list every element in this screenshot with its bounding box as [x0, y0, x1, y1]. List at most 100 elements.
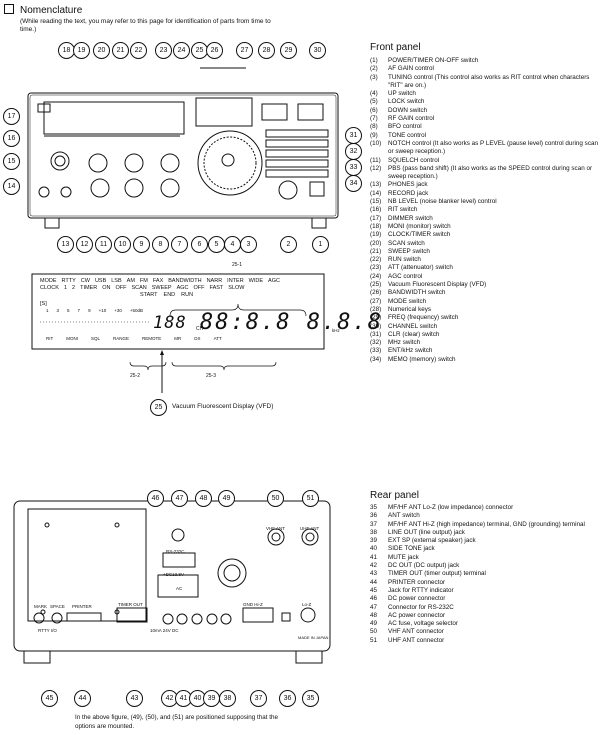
legend-label: DC power connector [388, 595, 446, 603]
callout-4: 4 [224, 236, 241, 253]
callout-19: 19 [73, 42, 90, 59]
legend-label: SQUELCH control [388, 156, 440, 164]
vfd-caption: Vacuum Fluorescent Display (VFD) [172, 403, 274, 410]
vfd-indicator: FAST [209, 285, 224, 291]
legend-label: UHF ANT connector [388, 636, 445, 644]
vhf-label: VHF ANT [266, 526, 286, 531]
legend-number: (11) [370, 156, 381, 164]
legend-item: 43 TIMER OUT (timer output) terminal [370, 570, 598, 578]
legend-item: (19)CLOCK/TIMER switch [370, 231, 598, 239]
callout-27: 27 [236, 42, 253, 59]
legend-label: Numerical keys [388, 305, 432, 313]
legend-number: (31) [370, 330, 382, 338]
callout-15: 15 [3, 153, 20, 170]
legend-item: (26)BANDWIDTH switch [370, 289, 598, 297]
uhf-label: UHF ANT [300, 526, 320, 531]
callout-11: 11 [95, 236, 112, 253]
callout-48: 48 [195, 490, 212, 507]
legend-item: (29)FREQ (frequency) switch [370, 314, 598, 322]
timer-rating-label: 10mA 24V DC [150, 628, 179, 633]
legend-number: (6) [370, 106, 378, 114]
rear-panel-title: Rear panel [370, 490, 419, 501]
callout-6: 6 [191, 236, 208, 253]
legend-number: (17) [370, 214, 382, 222]
legend-label: NB LEVEL (noise blanker level) control [388, 198, 497, 206]
callout-31: 31 [345, 127, 362, 144]
vfd-bottom-label: RANGE [113, 336, 130, 341]
legend-label: SCAN switch [388, 239, 425, 247]
legend-label: RIT switch [388, 206, 418, 214]
legend-number: (30) [370, 322, 382, 330]
callout-50: 50 [267, 490, 284, 507]
callout-39: 39 [203, 690, 220, 707]
legend-number: 41 [370, 553, 378, 561]
legend-label: ATT (attenuator) switch [388, 264, 453, 272]
callout-33: 33 [345, 159, 362, 176]
legend-item: (2)AF GAIN control [370, 65, 598, 73]
vfd-indicator: SCAN [131, 285, 147, 291]
legend-item: (11) SQUELCH control [370, 157, 598, 165]
footnote: In the above figure, (49), (50), and (51… [75, 714, 279, 730]
legend-number: (15) [370, 198, 382, 206]
printer-label: PRINTER [72, 604, 92, 609]
legend-label: TONE control [388, 131, 427, 139]
callout-32: 32 [345, 143, 362, 160]
legend-label: MUTE jack [388, 553, 419, 561]
vfd-indicator: LSB [111, 278, 122, 284]
legend-label: RF GAIN control [388, 115, 435, 123]
vfd-indicator: BANDWIDTH [168, 278, 202, 284]
legend-label: SIDE TONE jack [388, 545, 435, 553]
callout-43: 43 [126, 690, 143, 707]
legend-number: (32) [370, 339, 382, 347]
legend-item: (7)RF GAIN control [370, 115, 598, 123]
mark-label: MARK [34, 604, 48, 609]
legend-item: (9)TONE control [370, 132, 598, 140]
callout-22: 22 [130, 42, 147, 59]
gnd-hiz-label: GND Hi-Z [243, 602, 263, 607]
vfd-indicator: AM [126, 278, 135, 284]
legend-label: MF/HF ANT Lo-Z (low impedance) connector [388, 504, 514, 511]
legend-label: SWEEP switch [388, 247, 430, 255]
legend-number: (27) [370, 297, 382, 305]
legend-number: 43 [370, 570, 378, 578]
legend-label: MODE switch [388, 297, 427, 305]
callout-29: 29 [280, 42, 297, 59]
callout-44: 44 [74, 690, 91, 707]
legend-number: (20) [370, 239, 382, 247]
legend-number: (19) [370, 231, 382, 239]
legend-item: (18)MONI (monitor) switch [370, 223, 598, 231]
legend-item: (1)POWER/TIMER ON-OFF switch [370, 57, 598, 65]
vfd-channel-digits: 188 [153, 313, 187, 333]
legend-label: DOWN switch [388, 106, 428, 114]
legend-number: (16) [370, 206, 382, 214]
legend-label: CLR (clear) switch [388, 330, 440, 338]
vfd-indicator: SWEEP [151, 285, 172, 291]
legend-label: PRINTER connector [388, 578, 446, 586]
legend-number: (14) [370, 189, 382, 197]
legend-label: MONI (monitor) switch [388, 222, 451, 230]
callout-46: 46 [147, 490, 164, 507]
legend-item: (13)PHONES jack [370, 181, 598, 189]
callout-45: 45 [41, 690, 58, 707]
legend-label: AF GAIN control [388, 65, 434, 73]
legend-label: AC fuse, voltage selector [388, 620, 459, 628]
vfd-scale-tick: +10 [98, 308, 107, 313]
legend-label: NOTCH control (It also works as P LEVEL … [388, 139, 598, 156]
vfd-scale-tick: 1 [46, 308, 49, 313]
legend-label: RECORD jack [388, 189, 429, 197]
legend-number: 48 [370, 611, 378, 619]
legend-item: (16) RIT switch [370, 206, 598, 214]
legend-item: (17)DIMMER switch [370, 215, 598, 223]
legend-label: MEMO (memory) switch [388, 355, 456, 363]
callout-38: 38 [219, 690, 236, 707]
vfd-frequency-unit: kHz [332, 328, 340, 333]
vfd-drawing [31, 273, 325, 393]
callout-9: 9 [133, 236, 150, 253]
legend-item: (4)UP switch [370, 90, 598, 98]
legend-label: TIMER OUT (timer output) terminal [388, 570, 486, 578]
legend-number: (22) [370, 256, 382, 264]
